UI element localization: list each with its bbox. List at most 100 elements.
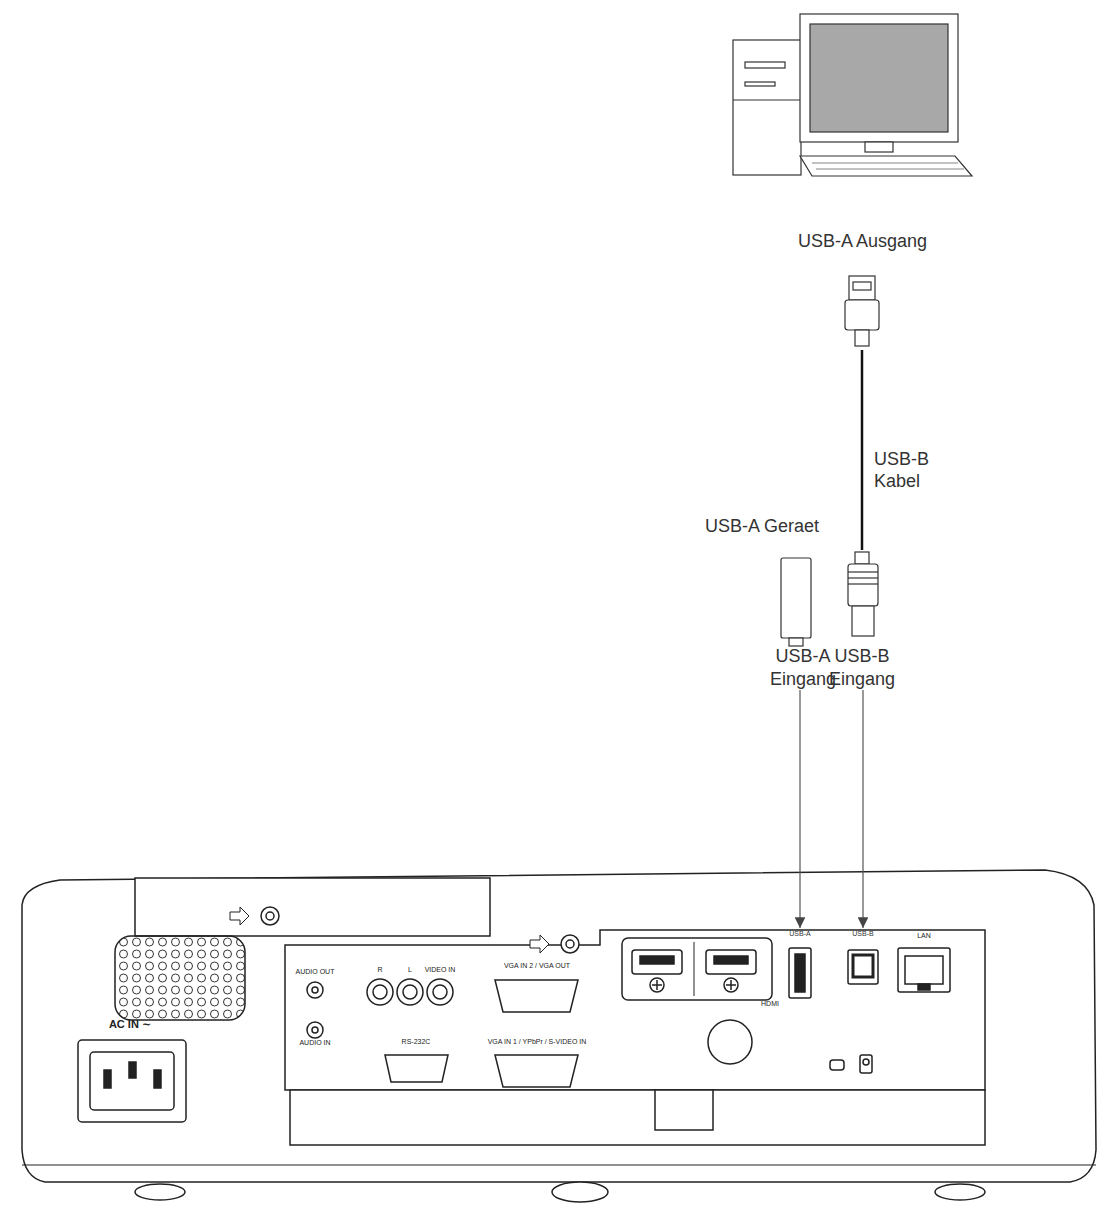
projector-part <box>789 948 811 998</box>
projector-part <box>726 980 736 990</box>
usb-b-plug-part <box>848 571 878 572</box>
usb-a-device <box>781 558 811 646</box>
callout-label: USB-A Ausgang <box>798 230 927 253</box>
projector-part <box>530 935 549 953</box>
callout-label: USB-A Eingang <box>761 645 845 690</box>
callout-label: USB-A Geraet <box>705 515 819 538</box>
usb-b-plug-part <box>848 577 878 578</box>
computer-part <box>800 156 972 176</box>
projector-part <box>863 1059 869 1065</box>
projector-part <box>622 938 772 1000</box>
projector <box>22 870 1096 1202</box>
projector-part <box>312 987 318 993</box>
panel-label: AUDIO OUT <box>296 968 335 976</box>
panel-label: LAN <box>917 932 931 940</box>
projector-part <box>367 979 393 1005</box>
usb-b-plug-part <box>848 564 878 606</box>
projector-part <box>135 878 490 936</box>
projector-part <box>848 950 878 984</box>
projector-part <box>373 985 387 999</box>
projector-part <box>724 978 738 992</box>
computer-part <box>816 169 964 170</box>
usb-a-plug <box>845 276 879 346</box>
panel-label: VIDEO IN <box>425 966 456 974</box>
projector-part <box>853 955 873 977</box>
computer-part <box>800 14 958 142</box>
projector-part <box>495 1055 578 1087</box>
projector-part <box>566 940 574 948</box>
projector-part <box>154 1070 161 1088</box>
usb-a-plug-part <box>853 282 871 290</box>
panel-label: AC IN ∼ <box>109 1018 151 1030</box>
projector-part <box>830 1060 844 1070</box>
projector-part <box>115 936 245 1020</box>
usb-b-plug-part <box>848 583 878 584</box>
cable-label: USB-B Kabel <box>872 448 936 493</box>
projector-part <box>918 984 930 990</box>
projector-part <box>397 979 423 1005</box>
projector-part <box>427 979 453 1005</box>
computer-part <box>733 99 801 100</box>
computer-part <box>812 163 958 164</box>
computer-part <box>810 24 948 132</box>
projector-part <box>714 956 748 964</box>
panel-label: VGA IN 1 / YPbPr / S-VIDEO IN <box>488 1038 587 1046</box>
projector-part <box>898 948 950 992</box>
cable <box>861 350 864 550</box>
projector-part <box>655 1090 713 1130</box>
projector-part <box>22 870 1096 1182</box>
projector-part <box>561 935 579 953</box>
projector-part <box>129 1062 136 1078</box>
computer <box>733 14 972 176</box>
usb-b-plug-part <box>855 552 869 564</box>
usb-a-plug-part <box>849 276 875 300</box>
projector-part <box>90 1052 174 1110</box>
port-label: USB-A <box>789 930 810 938</box>
panel-label: L <box>408 966 412 974</box>
projector-part <box>261 907 279 925</box>
panel-label: HDMI <box>761 1000 779 1008</box>
panel-label: VGA IN 2 / VGA OUT <box>504 962 570 970</box>
usb-b-plug <box>848 552 878 636</box>
projector-part <box>708 1020 752 1064</box>
projector-part <box>403 985 417 999</box>
projector-part <box>385 1055 448 1082</box>
projector-part <box>706 950 756 974</box>
projector-part <box>266 912 274 920</box>
projector-part <box>650 978 664 992</box>
panel-label: RS-232C <box>402 1038 431 1046</box>
pointer-arrow <box>862 690 863 928</box>
usb-a-plug-part <box>845 300 879 330</box>
projector-part <box>312 1027 318 1033</box>
port: USB-B <box>848 928 878 988</box>
projector-part <box>78 1040 186 1122</box>
projector-part <box>290 1090 985 1145</box>
usb-a-device-part <box>789 638 803 646</box>
projector-part <box>640 956 674 964</box>
computer-part <box>733 40 801 175</box>
projector-part <box>860 1055 872 1073</box>
projector-part <box>135 1184 185 1200</box>
panel-label: AUDIO IN <box>299 1039 330 1047</box>
projector-part <box>307 982 323 998</box>
projector-part <box>632 950 682 974</box>
projector-part <box>552 1182 608 1202</box>
connector-part: USB-A Ausgang <box>780 230 945 350</box>
projector-part <box>307 1022 323 1038</box>
computer-part <box>745 62 785 68</box>
pointer-arrow <box>799 690 800 928</box>
port: USB-A <box>785 928 815 1000</box>
projector-part <box>433 985 447 999</box>
port-label: USB-B <box>852 930 873 938</box>
usb-a-device-part <box>781 558 811 638</box>
computer-part <box>745 82 775 86</box>
projector-part <box>905 956 943 984</box>
projector-part <box>104 1070 111 1088</box>
projector-part <box>22 1165 1096 1166</box>
projector-part <box>795 954 805 992</box>
projector-part <box>230 907 249 925</box>
projector-part <box>935 1184 985 1200</box>
projector-part <box>652 980 662 990</box>
